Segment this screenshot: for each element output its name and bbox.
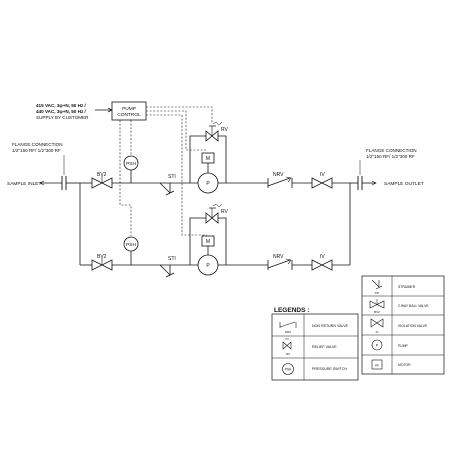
m-tag-upper: M bbox=[206, 156, 210, 162]
nrv-tag-upper: NRV bbox=[273, 172, 284, 178]
isolation-valve-upper: IV bbox=[311, 172, 333, 189]
inlet-flange: FLANGE CONNECTION 1/2"150 RF/ 1/2"300 RF… bbox=[7, 142, 67, 190]
legend-rv-label: RELIEF VALVE bbox=[312, 345, 337, 349]
pump-control-line-2: CONTROL bbox=[117, 112, 141, 118]
process-piping bbox=[40, 135, 376, 266]
flange-in-line-1: FLANGE CONNECTION bbox=[12, 142, 63, 147]
signal-lines bbox=[119, 106, 213, 236]
legend-motor-label: MOTOR bbox=[398, 363, 411, 367]
legend-pump-label: PUMP bbox=[398, 344, 409, 348]
bv2-tag-lower: BV2 bbox=[97, 254, 107, 260]
legend-iv-tag: IV bbox=[376, 330, 379, 334]
legend-pump-symbol: P bbox=[371, 339, 383, 351]
supply-line-3: SUPPLY BY CUSTOMER bbox=[36, 115, 89, 120]
nrv-tag-lower: NRV bbox=[273, 254, 284, 260]
pressure-switch-lower: PSH bbox=[123, 236, 139, 252]
flange-in-line-2: 1/2"150 RF/ 1/2"300 RF bbox=[12, 148, 61, 153]
pump-upper: P bbox=[197, 172, 219, 194]
pump-lower: P bbox=[197, 254, 219, 276]
m-tag-lower: M bbox=[206, 239, 210, 245]
legend-sti-symbol: STI bbox=[371, 279, 383, 295]
strainer-upper: STI bbox=[159, 174, 176, 196]
legend-rv-symbol: RV bbox=[282, 338, 292, 356]
pressure-switch-upper: PSH bbox=[123, 155, 139, 171]
legend-psh-symbol: PSH bbox=[282, 363, 294, 375]
legend-sti-label: STRAINER bbox=[398, 285, 416, 289]
non-return-valve-lower: NRV bbox=[267, 254, 293, 270]
flange-out-line-2: 1/2"150 RF/ 1/2"300 RF bbox=[366, 154, 415, 159]
legend-psh-label: PRESSURE SWITCH bbox=[312, 367, 347, 371]
legend-nrv-tag: NRV bbox=[285, 330, 291, 334]
legend-bv2-symbol: BV2 bbox=[369, 299, 385, 314]
legend-title: LEGENDS : bbox=[274, 307, 309, 314]
sample-inlet-label: SAMPLE INLET bbox=[7, 181, 41, 187]
isolation-valve-lower: IV bbox=[311, 254, 333, 271]
sti-tag-lower: STI bbox=[168, 256, 176, 262]
legend-bv2-tag: BV2 bbox=[374, 310, 380, 314]
legend-sti-tag: STI bbox=[375, 291, 380, 295]
power-supply-note: 415 VAC, 3φ+N, 50 Hz / 440 VAC, 3φ+N, 50… bbox=[36, 103, 113, 120]
sti-tag-upper: STI bbox=[168, 174, 176, 180]
psh-tag-lower: PSH bbox=[126, 242, 136, 248]
psh-tag-upper: PSH bbox=[126, 161, 136, 167]
non-return-valve-upper: NRV bbox=[267, 172, 293, 188]
relief-valve-lower: RV bbox=[205, 203, 229, 224]
legend-iv-label: ISOLATION VALVE bbox=[398, 324, 428, 328]
legend-m-tag: M bbox=[375, 364, 378, 368]
outlet-flange: FLANGE CONNECTION 1/2"150 RF/ 1/2"300 RF… bbox=[357, 148, 424, 190]
legend-bv2-label: 2 WAY BALL VALVE bbox=[398, 304, 429, 308]
legend-iv-symbol: IV bbox=[370, 318, 384, 334]
iv-tag-upper: IV bbox=[320, 172, 325, 178]
legend-rv-tag: RV bbox=[286, 352, 290, 356]
pump-control-line-1: PUMP bbox=[122, 106, 136, 112]
p-tag-lower: P bbox=[206, 263, 210, 269]
relief-valve-upper: RV bbox=[205, 121, 229, 142]
legend-right: STI STRAINER BV2 2 WAY BALL VALVE IV ISO… bbox=[361, 275, 445, 375]
strainer-lower: STI bbox=[159, 256, 176, 278]
iv-tag-lower: IV bbox=[320, 254, 325, 260]
motor-upper: M bbox=[201, 152, 215, 173]
supply-line-2: 440 VAC, 3φ+N, 50 Hz / bbox=[36, 109, 87, 114]
rv-tag-upper: RV bbox=[221, 127, 229, 133]
rv-tag-lower: RV bbox=[221, 209, 229, 215]
legend-left: LEGENDS : NRV NON RETURN VALVE RV RELIEF… bbox=[271, 307, 359, 381]
legend-nrv-symbol: NRV bbox=[279, 321, 297, 334]
flange-out-line-1: FLANGE CONNECTION bbox=[366, 148, 417, 153]
legend-motor-symbol: M bbox=[371, 359, 383, 370]
ball-valve-upper: BV2 bbox=[91, 172, 113, 189]
ball-valve-lower: BV2 bbox=[91, 254, 113, 271]
supply-line-1: 415 VAC, 3φ+N, 50 Hz / bbox=[36, 103, 87, 108]
pump-control-box: PUMP CONTROL bbox=[111, 101, 147, 121]
legend-p-tag: P bbox=[376, 344, 379, 348]
p-tag-upper: P bbox=[206, 181, 210, 187]
motor-lower: M bbox=[201, 235, 215, 255]
sample-outlet-label: SAMPLE OUTLET bbox=[384, 181, 424, 187]
legend-psh-tag: PSH bbox=[285, 368, 292, 372]
bv2-tag-upper: BV2 bbox=[97, 172, 107, 178]
legend-nrv-label: NON RETURN VALVE bbox=[312, 324, 349, 328]
